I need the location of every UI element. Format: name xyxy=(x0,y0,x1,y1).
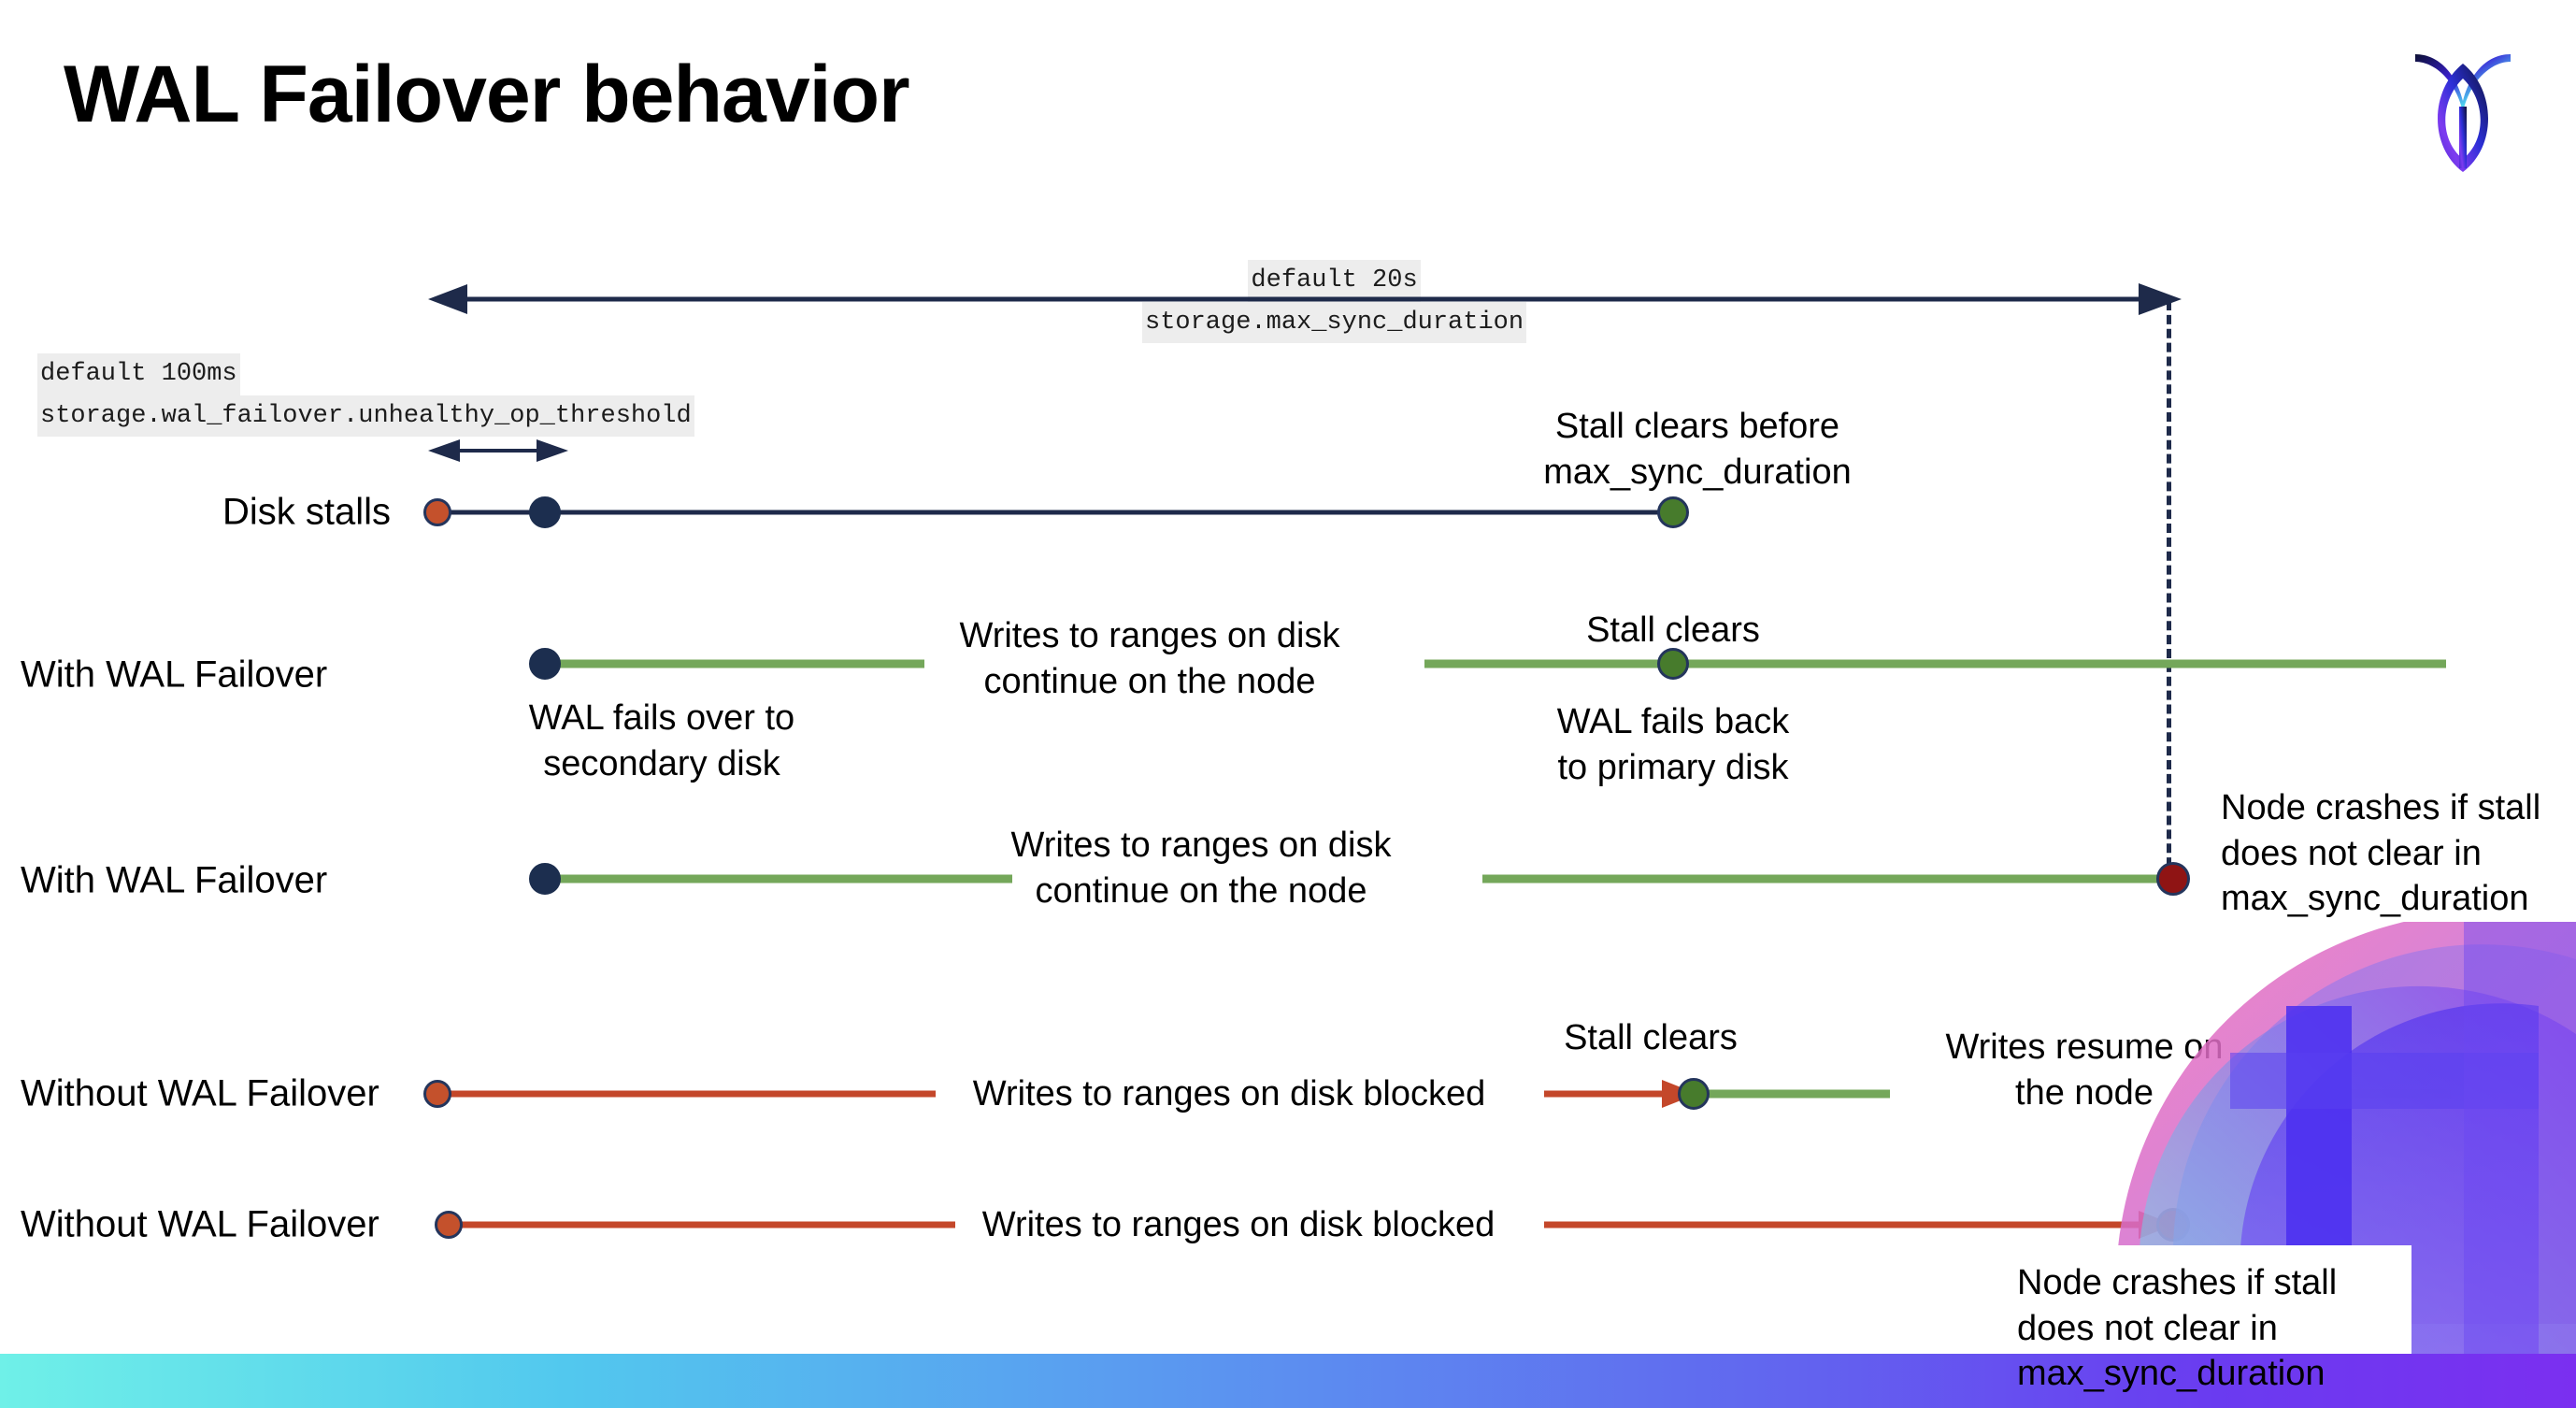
row-label-disk-stalls: Disk stalls xyxy=(222,491,392,533)
annotation-wal-fails-over: WAL fails over to secondary disk xyxy=(528,698,795,783)
annotation-writes-continue-2: Writes to ranges on disk continue on the… xyxy=(1010,826,1392,911)
annotation-writes-continue-1: Writes to ranges on disk continue on the… xyxy=(959,616,1340,701)
unhealthy-op-threshold-default: default 100ms xyxy=(37,353,240,395)
with-wal-2-segment-b xyxy=(1482,874,2173,884)
dot-disk-stall-clears xyxy=(1657,496,1689,528)
dot-disk-stall-start xyxy=(423,498,451,526)
max-sync-duration-guide-line xyxy=(2167,301,2171,881)
dot-stall-start-without-2 xyxy=(435,1211,463,1239)
with-wal-2-segment-a xyxy=(545,874,1012,884)
dot-node-crash-1 xyxy=(2156,862,2190,896)
max-sync-duration-setting: storage.max_sync_duration xyxy=(1142,301,1527,343)
page-title: WAL Failover behavior xyxy=(64,50,910,139)
annotation-writes-blocked-2: Writes to ranges on disk blocked xyxy=(981,1205,1496,1244)
row-label-without-wal-1: Without WAL Failover xyxy=(21,1072,379,1114)
unhealthy-op-threshold-setting: storage.wal_failover.unhealthy_op_thresh… xyxy=(37,395,694,437)
without-wal-1-blocked-segment-b xyxy=(1544,1090,1684,1098)
cockroachdb-logo xyxy=(2402,36,2524,176)
unhealthy-op-threshold-annotation: default 100ms storage.wal_failover.unhea… xyxy=(37,353,694,437)
without-wal-1-resume-segment xyxy=(1694,1089,1890,1099)
dot-wal-fails-over-1 xyxy=(529,648,561,680)
dot-stall-start-without-1 xyxy=(423,1080,451,1108)
row-label-with-wal-1: With WAL Failover xyxy=(21,654,328,696)
with-wal-1-segment-b xyxy=(1424,659,2446,668)
without-wal-2-blocked-segment-b xyxy=(1544,1221,2161,1228)
annotation-node-crashes-2: Node crashes if stall does not clear in … xyxy=(2017,1263,2338,1394)
without-wal-1-blocked-segment xyxy=(437,1090,936,1098)
disk-stalls-timeline xyxy=(437,510,1673,515)
annotation-stall-clears-before: Stall clears before max_sync_duration xyxy=(1543,407,1852,492)
annotation-stall-clears-1: Stall clears xyxy=(1586,611,1760,650)
max-sync-duration-span-line xyxy=(439,296,2170,302)
dot-stall-clears-without-1 xyxy=(1678,1078,1710,1110)
row-label-without-wal-2: Without WAL Failover xyxy=(21,1203,379,1245)
dot-disk-stall-threshold xyxy=(529,496,561,528)
annotation-node-crashes-1: Node crashes if stall does not clear in … xyxy=(2221,788,2541,919)
unhealthy-op-threshold-span-line xyxy=(447,449,550,453)
without-wal-2-blocked-segment xyxy=(449,1221,955,1228)
with-wal-1-segment-a xyxy=(545,659,924,668)
max-sync-duration-default: default 20s xyxy=(1248,260,1421,302)
dot-wal-fails-back xyxy=(1657,648,1689,680)
annotation-writes-blocked-1: Writes to ranges on disk blocked xyxy=(972,1074,1486,1113)
max-sync-duration-annotation: default 20s storage.max_sync_duration xyxy=(1142,260,1527,343)
annotation-wal-fails-back: WAL fails back to primary disk xyxy=(1556,702,1790,787)
row-label-with-wal-2: With WAL Failover xyxy=(21,859,328,901)
dot-wal-fails-over-2 xyxy=(529,863,561,895)
annotation-stall-clears-2: Stall clears xyxy=(1564,1018,1738,1057)
bottom-gradient-bar xyxy=(0,1354,2576,1408)
